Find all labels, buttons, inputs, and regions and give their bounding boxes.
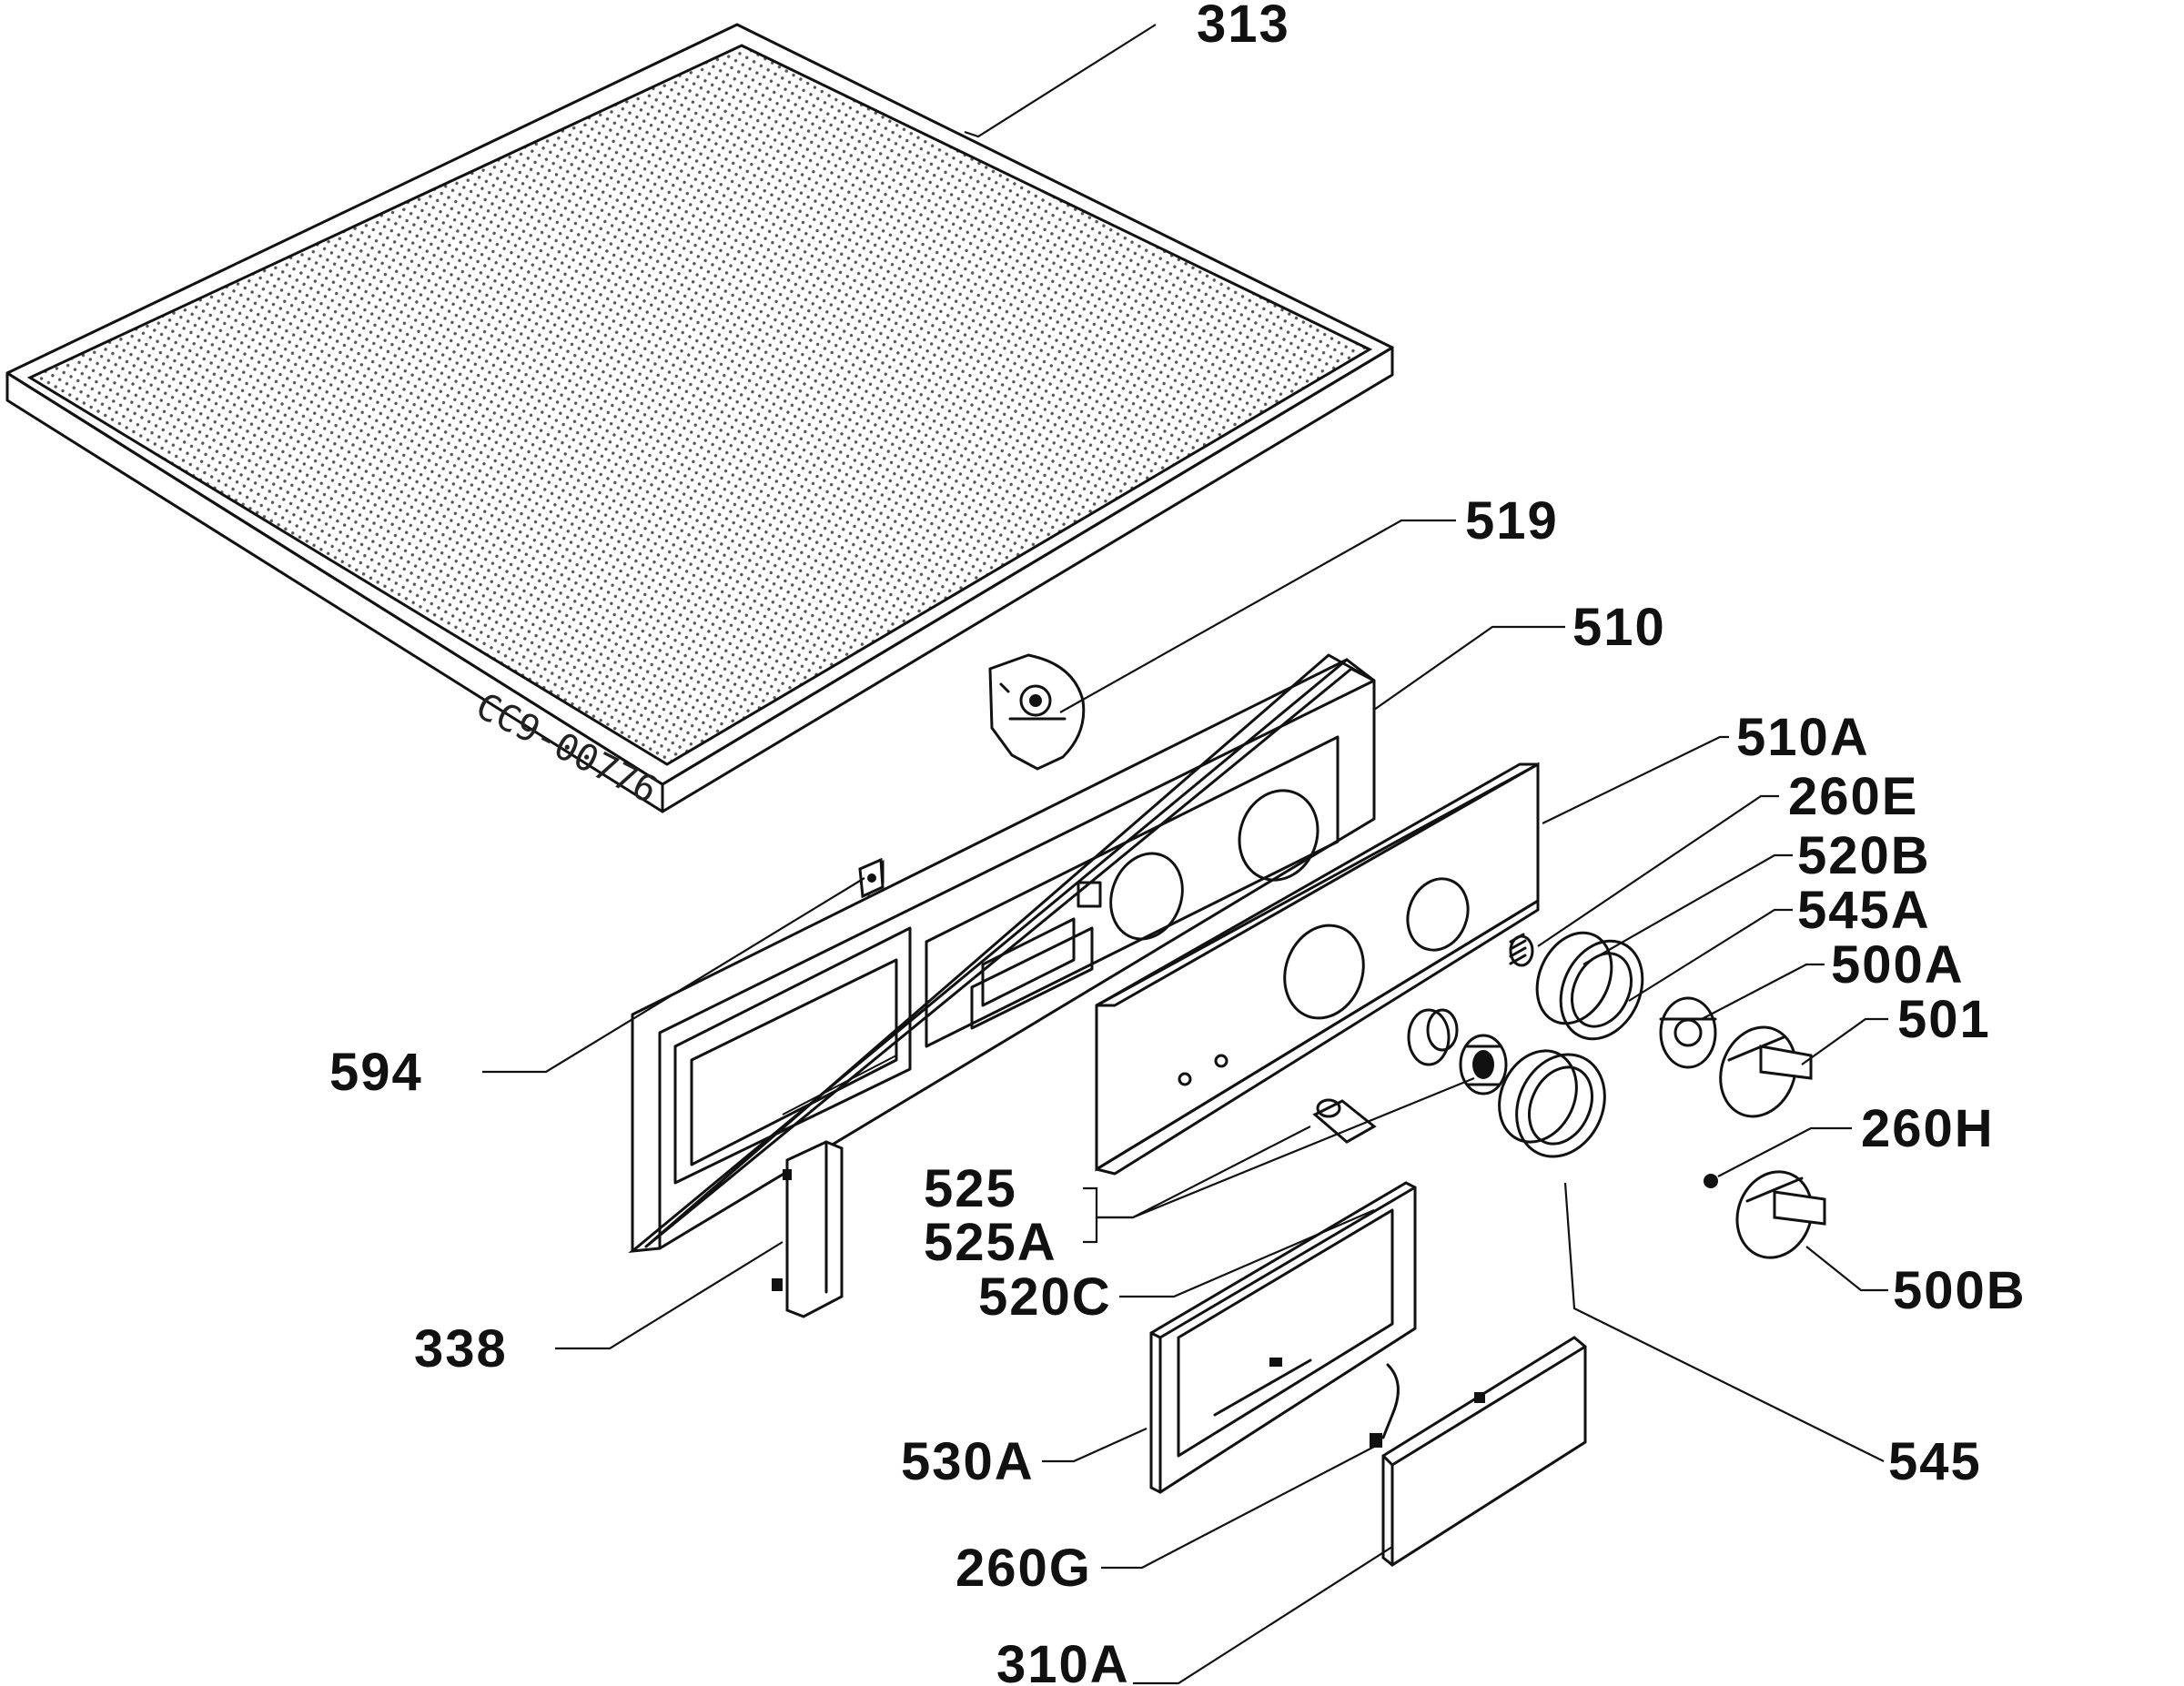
knob-500b — [1735, 1170, 1826, 1259]
knob-base-500a — [1659, 996, 1717, 1069]
screw-260h — [1704, 1174, 1718, 1188]
pin-525a — [1312, 1098, 1377, 1144]
clip-594 — [858, 857, 885, 899]
label-545: 545 — [1888, 1432, 1982, 1491]
label-545a: 545A — [1797, 881, 1931, 940]
label-525: 525 — [924, 1159, 1017, 1218]
knob-501 — [1719, 1025, 1813, 1118]
spring-260e — [1509, 933, 1534, 967]
spring-clip-260g — [1370, 1363, 1400, 1448]
spacer-545a — [1407, 1008, 1459, 1066]
label-510: 510 — [1572, 598, 1666, 657]
label-530a: 530A — [901, 1432, 1035, 1491]
label-500b: 500B — [1893, 1261, 2027, 1320]
flap-310a — [1381, 1336, 1587, 1567]
control-panel-frame-510 — [628, 653, 1376, 1253]
label-338: 338 — [414, 1319, 508, 1378]
handle-338 — [772, 1140, 844, 1318]
ring-545 — [1498, 1049, 1606, 1158]
top-cover-313 — [5, 23, 1394, 813]
label-520b: 520B — [1797, 826, 1931, 885]
part-labels: 313 519 510 510A 260E 520B 545A 500A 501… — [329, 0, 2027, 1686]
label-260h: 260H — [1861, 1099, 1995, 1158]
label-510a: 510A — [1736, 708, 1870, 767]
label-310a: 310A — [996, 1635, 1130, 1686]
label-519: 519 — [1465, 491, 1559, 550]
leader-lines — [482, 24, 1888, 1685]
ring-520b — [1535, 931, 1644, 1041]
label-501: 501 — [1897, 990, 1991, 1049]
label-313: 313 — [1197, 0, 1290, 54]
label-520c: 520C — [978, 1267, 1112, 1327]
label-594: 594 — [329, 1043, 423, 1102]
label-260g: 260G — [956, 1539, 1092, 1598]
front-fascia-510a — [1095, 762, 1540, 1176]
coupling-525 — [1459, 1034, 1508, 1095]
label-260e: 260E — [1788, 767, 1918, 826]
label-500a: 500A — [1831, 935, 1965, 994]
bracket-519 — [988, 653, 1086, 771]
label-525a: 525A — [924, 1213, 1057, 1272]
door-frame-530a — [1149, 1181, 1417, 1494]
